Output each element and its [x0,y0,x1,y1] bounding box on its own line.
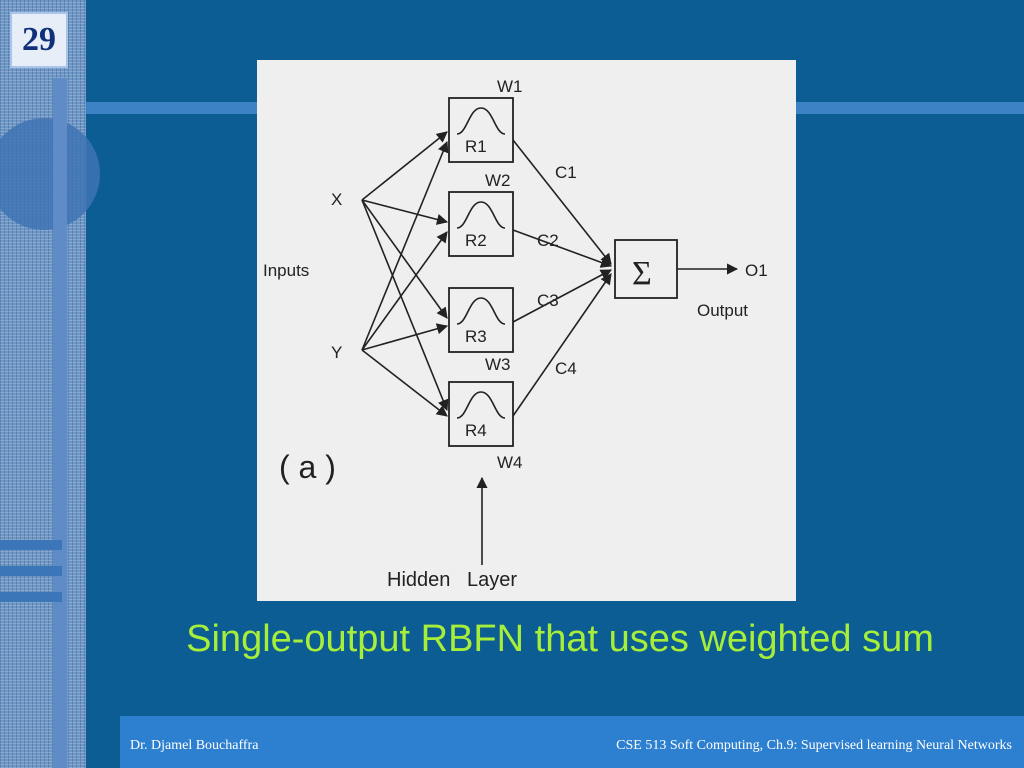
rbfn-figure: X Y Inputs R1 R2 R3 R4 W1 W2 W3 W4 C1 C2… [257,60,796,601]
footer-author: Dr. Djamel Bouchaffra [130,738,259,753]
output-label: Output [697,301,748,320]
decorative-circle [0,118,100,230]
slide-caption: Single-output RBFN that uses weighted su… [186,618,934,660]
left-decoration-strip [0,0,100,768]
weight-label-w1: W1 [497,77,523,96]
node-label-r2: R2 [465,231,487,250]
output-o1-label: O1 [745,261,768,280]
input-x-label: X [331,190,342,209]
input-y-label: Y [331,343,342,362]
hidden-node-r2 [448,191,514,257]
inputs-label: Inputs [263,261,309,280]
hidden-node-r4 [448,381,514,447]
node-label-r3: R3 [465,327,487,346]
connection-label-c2: C2 [537,231,559,250]
hidden-node-r3 [448,287,514,353]
decorative-vertical-bar [53,78,67,768]
output-connections [476,139,739,565]
sigma-symbol: Σ [632,255,652,292]
weight-label-w3: W3 [485,355,511,374]
footer-bar: Dr. Djamel Bouchaffra CSE 513 Soft Compu… [120,716,1024,768]
hidden-layer-label: Hidden Layer [387,569,517,591]
footer-course: CSE 513 Soft Computing, Ch.9: Supervised… [616,738,1012,753]
node-label-r1: R1 [465,137,487,156]
node-label-r4: R4 [465,421,487,440]
decorative-band [0,592,62,602]
decorative-band [0,566,62,576]
rbfn-diagram: X Y Inputs R1 R2 R3 R4 W1 W2 W3 W4 C1 C2… [263,77,768,591]
weight-label-w4: W4 [497,453,523,472]
panel-label: ( a ) [279,449,336,485]
summation-node [614,239,678,299]
slide-number: 29 [10,12,68,68]
connection-label-c4: C4 [555,359,577,378]
input-connections [361,131,449,417]
decorative-band [0,540,62,550]
connection-label-c3: C3 [537,291,559,310]
weight-label-w2: W2 [485,171,511,190]
hidden-node-r1 [448,97,514,163]
connection-label-c1: C1 [555,163,577,182]
